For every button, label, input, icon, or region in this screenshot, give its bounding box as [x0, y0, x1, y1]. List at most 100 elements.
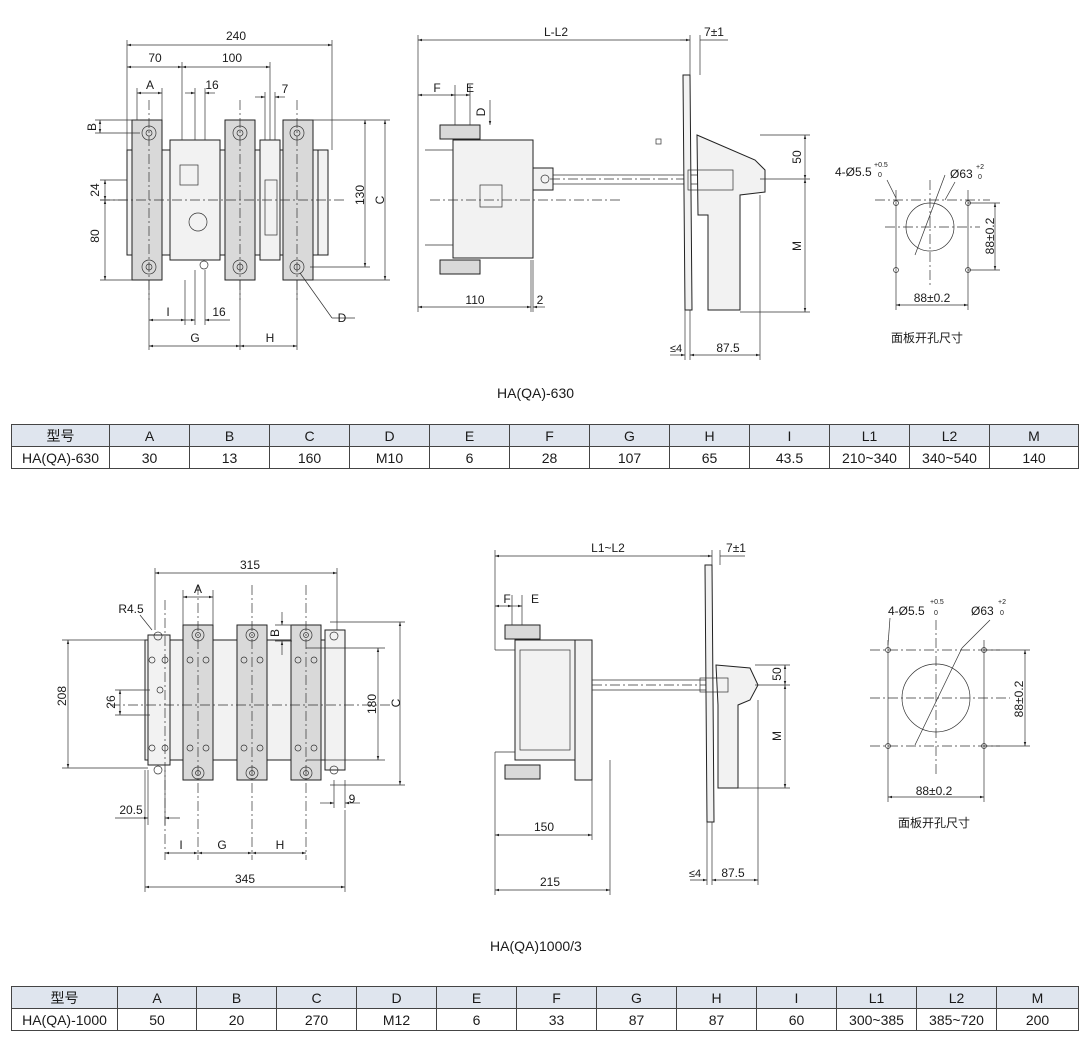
- dim-B2: B: [268, 629, 282, 637]
- table-header: E: [429, 424, 510, 447]
- table-header: D: [349, 424, 430, 447]
- panel-dia-tol-up-b: +2: [998, 599, 1006, 606]
- dim-D: D: [338, 311, 347, 325]
- dim-80: 80: [88, 229, 102, 243]
- dim-9: 9: [349, 792, 356, 806]
- table-cell: 60: [756, 1008, 837, 1031]
- table-header: H: [676, 986, 757, 1009]
- table-header: A: [117, 986, 197, 1009]
- table-cell: 33: [516, 1008, 597, 1031]
- dim-I: I: [166, 305, 169, 319]
- table-cell: 300~385: [836, 1008, 917, 1031]
- table-cell: 160: [269, 446, 350, 469]
- bottom-panel-cutout: 4-Ø5.5 +0.5 0 Ø63 +2 0 88±0.2 88±0.2 面板开…: [870, 599, 1030, 830]
- table-header: M: [996, 986, 1079, 1009]
- dim-215: 215: [540, 875, 560, 889]
- dim-B: B: [85, 123, 99, 131]
- table-header: E: [436, 986, 517, 1009]
- table-cell: 30: [109, 446, 190, 469]
- dim-L-L2: L-L2: [544, 25, 568, 39]
- dim-H2: H: [276, 838, 285, 852]
- table-cell: HA(QA)-630: [11, 446, 110, 469]
- table-cell: 87: [596, 1008, 677, 1031]
- table-header: 型号: [11, 424, 110, 447]
- dim-26: 26: [104, 695, 118, 709]
- panel-dia-tol-up: +2: [976, 164, 984, 171]
- table-header: G: [589, 424, 670, 447]
- table-header: F: [509, 424, 590, 447]
- dim-le4: ≤4: [670, 343, 682, 355]
- dim-16: 16: [205, 78, 219, 92]
- top-side-view: L-L2 7±1 F E D 50 M 110 2 ≤4 87.5: [417, 25, 810, 360]
- panel-caption-b: 面板开孔尺寸: [898, 816, 970, 830]
- dim-I2: I: [179, 838, 182, 852]
- panel-dia-tol-dn: 0: [978, 174, 982, 181]
- table-header: L2: [909, 424, 990, 447]
- dim-F2: F: [503, 592, 510, 606]
- table-cell: 270: [276, 1008, 357, 1031]
- table-header: F: [516, 986, 597, 1009]
- dim-100: 100: [222, 51, 242, 65]
- panel-vert-b: 88±0.2: [1012, 680, 1026, 717]
- table-header: D: [356, 986, 437, 1009]
- table-cell: 385~720: [916, 1008, 997, 1031]
- table-header: M: [989, 424, 1079, 447]
- dim-315: 315: [240, 558, 260, 572]
- table-cell: M10: [349, 446, 430, 469]
- top-front-view: 240 70 100 A 16 7 B 24 80 130 C I 16 G H…: [85, 29, 390, 350]
- panel-holes: 4-Ø5.5: [835, 165, 872, 179]
- table-header: L2: [916, 986, 997, 1009]
- dim-87-5: 87.5: [716, 341, 740, 355]
- table-cell: 13: [189, 446, 270, 469]
- bottom-front-view: 315 A R4.5 B 208 26 180 C 20.5 9 I G H 3…: [55, 558, 405, 892]
- table-cell: 20: [196, 1008, 277, 1031]
- panel-caption: 面板开孔尺寸: [891, 331, 963, 345]
- table-cell: M12: [356, 1008, 437, 1031]
- dim-L1-L2: L1~L2: [591, 541, 625, 555]
- table-cell: 28: [509, 446, 590, 469]
- figure-caption-630: HA(QA)-630: [497, 385, 575, 401]
- dim-345: 345: [235, 872, 255, 886]
- panel-holes-tol-dn: 0: [878, 172, 882, 179]
- dim-M2: M: [770, 731, 784, 741]
- table-cell: 200: [996, 1008, 1079, 1031]
- table-cell: 6: [436, 1008, 517, 1031]
- dim-H: H: [266, 331, 275, 345]
- table-row: HA(QA)-630 30 13 160 M10 6 28 107 65 43.…: [11, 446, 1079, 469]
- dim-240: 240: [226, 29, 246, 43]
- table-header: G: [596, 986, 677, 1009]
- dim-A2: A: [194, 582, 202, 596]
- table-header: I: [756, 986, 837, 1009]
- table-header: L1: [836, 986, 917, 1009]
- panel-holes-tol-up: +0.5: [874, 162, 888, 169]
- spec-table-1000: 型号 A B C D E F G H I L1 L2 M HA(QA)-1000…: [11, 986, 1079, 1031]
- dim-E: E: [466, 81, 474, 95]
- table-header: B: [196, 986, 277, 1009]
- table-header: C: [276, 986, 357, 1009]
- table-cell: HA(QA)-1000: [11, 1008, 118, 1031]
- table-header: 型号: [11, 986, 118, 1009]
- dim-7pm1: 7±1: [704, 25, 724, 39]
- dim-24: 24: [88, 183, 102, 197]
- table-cell: 107: [589, 446, 670, 469]
- table-cell: 65: [669, 446, 750, 469]
- table-cell: 87: [676, 1008, 757, 1031]
- panel-holes-tol-up-b: +0.5: [930, 599, 944, 606]
- top-panel-cutout: 4-Ø5.5 +0.5 0 Ø63 +2 0 88±0.2 88±0.2 面板开…: [835, 162, 1000, 345]
- table-header: H: [669, 424, 750, 447]
- dim-G: G: [190, 331, 199, 345]
- dim-87-5-b: 87.5: [721, 866, 745, 880]
- table-header: L1: [829, 424, 910, 447]
- dim-A: A: [146, 78, 154, 92]
- dim-F: F: [433, 81, 440, 95]
- dim-G2: G: [217, 838, 226, 852]
- table-row: HA(QA)-1000 50 20 270 M12 6 33 87 87 60 …: [11, 1008, 1079, 1031]
- table-cell: 43.5: [749, 446, 830, 469]
- panel-vert: 88±0.2: [983, 217, 997, 254]
- figure-caption-1000: HA(QA)1000/3: [490, 938, 582, 954]
- dim-C2: C: [389, 698, 403, 707]
- dim-C: C: [373, 195, 387, 204]
- table-header-row: 型号 A B C D E F G H I L1 L2 M: [11, 986, 1079, 1009]
- panel-holes-b: 4-Ø5.5: [888, 604, 925, 618]
